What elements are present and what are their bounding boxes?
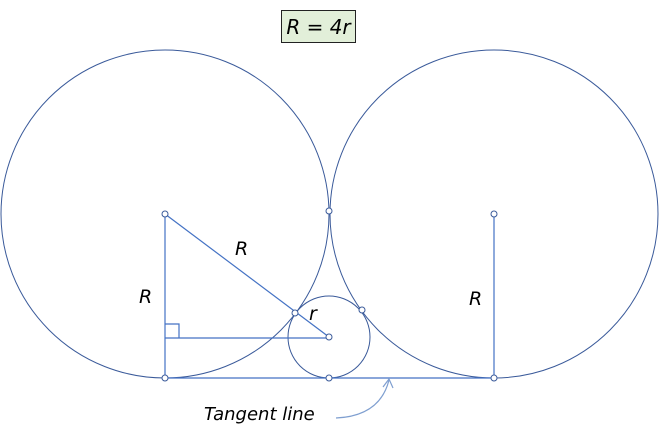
small-radius-label: r <box>309 303 317 325</box>
tangent-line-label: Tangent line <box>204 404 315 425</box>
point-small-right-touch <box>358 306 366 314</box>
tangent-arrowhead <box>382 377 394 389</box>
left-vertical-label: R <box>139 286 153 308</box>
formula-box: R = 4r <box>281 10 356 43</box>
point-small-center <box>325 333 333 341</box>
point-left-bottom <box>161 374 169 382</box>
hypotenuse-label: R <box>235 238 249 260</box>
point-left-center <box>161 210 169 218</box>
right-angle-marker <box>165 323 180 338</box>
point-circles-touch <box>325 207 333 215</box>
hypotenuse-line <box>164 213 330 338</box>
point-small-bottom <box>325 374 333 382</box>
tangent-arrow <box>335 379 390 419</box>
point-right-center <box>490 210 498 218</box>
point-right-bottom <box>490 374 498 382</box>
right-vertical-label: R <box>469 288 483 310</box>
point-small-left-touch <box>291 309 299 317</box>
